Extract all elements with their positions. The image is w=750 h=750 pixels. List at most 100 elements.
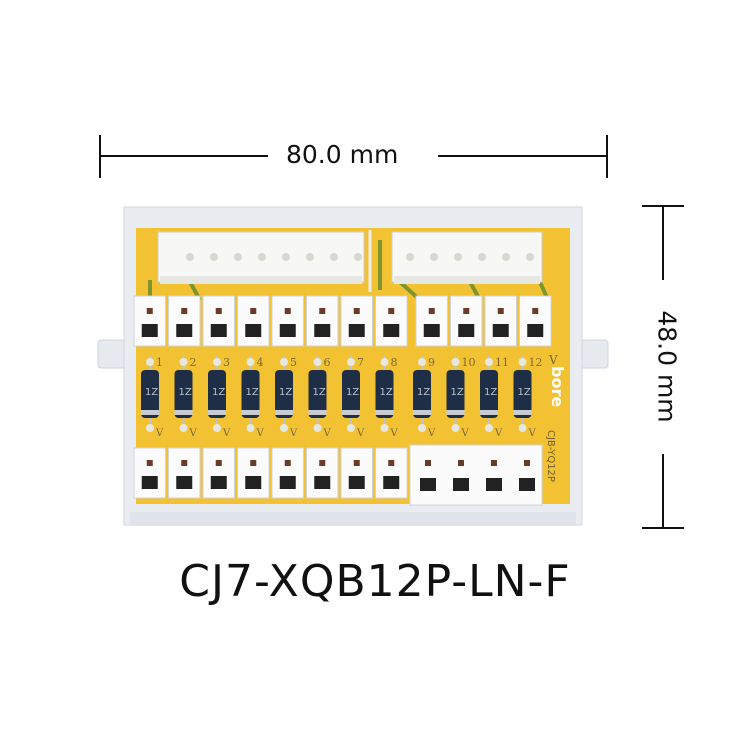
diode-marking: 1Z (518, 387, 531, 398)
terminal-wire-slot (527, 324, 544, 337)
terminal-wire-slot (348, 324, 365, 337)
header-pin (234, 253, 242, 261)
terminal-block (375, 295, 408, 347)
terminal-screw-hole (353, 460, 360, 466)
diode-band (141, 410, 159, 415)
diode-marking: 1Z (313, 387, 326, 398)
terminal-block (340, 447, 373, 499)
model-number: CJ7-XQB12P-LN-F (179, 556, 571, 607)
terminal-screw-hole (250, 308, 257, 314)
terminal-screw-hole (319, 460, 326, 466)
terminal-screw-hole (425, 460, 431, 466)
terminal-wire-slot (486, 478, 502, 491)
channel-number: 4 (257, 356, 264, 369)
terminal-screw-hole (215, 308, 222, 314)
header-pin (330, 253, 338, 261)
diode-band (275, 410, 293, 415)
terminal-block (133, 447, 166, 499)
diode-band (174, 410, 193, 415)
terminal-block (202, 295, 235, 347)
terminal-group-plate (409, 444, 543, 506)
terminal-screw-hole (491, 460, 497, 466)
terminal-screw-hole (353, 308, 360, 314)
terminal-wire-slot (453, 478, 469, 491)
v-label: V (548, 353, 558, 367)
solder-pad (485, 424, 493, 432)
diode-marking: 1Z (212, 387, 225, 398)
channel-number: 5 (290, 356, 297, 369)
solder-pad (280, 358, 288, 366)
solder-pad (418, 424, 426, 432)
terminal-wire-slot (279, 324, 296, 337)
terminal-wire-slot (420, 478, 436, 491)
channel-number: 3 (223, 356, 230, 369)
diode-band (208, 410, 226, 415)
header-pin (210, 253, 218, 261)
channel-number: 10 (462, 356, 476, 369)
diode-body (241, 370, 260, 418)
v-label: V (494, 428, 503, 439)
terminal-screw-hole (284, 308, 291, 314)
terminal-wire-slot (423, 324, 440, 337)
v-label: V (222, 428, 231, 439)
header-pin (502, 253, 510, 261)
v-label: V (528, 428, 537, 439)
solder-pad (347, 358, 355, 366)
diode-band (413, 410, 431, 415)
diode-body (513, 370, 532, 418)
solder-pad (451, 358, 460, 366)
diode-body (413, 370, 431, 418)
channel-number: 12 (529, 356, 543, 369)
header-pin (258, 253, 266, 261)
diode-band (446, 410, 465, 415)
terminal-block (168, 295, 201, 347)
header-pin (454, 253, 462, 261)
terminal-screw-hole (428, 308, 435, 314)
diode-band (241, 410, 260, 415)
terminal-wire-slot (492, 324, 509, 337)
width-dimension-label: 80.0 mm (286, 140, 399, 169)
v-label: V (155, 428, 164, 439)
solder-pad (280, 424, 288, 432)
terminal-wire-slot (176, 476, 193, 489)
terminal-wire-slot (458, 324, 475, 337)
diode-marking: 1Z (279, 387, 292, 398)
terminal-screw-hole (146, 460, 153, 466)
channel-number: 7 (357, 356, 364, 369)
solder-pad (146, 358, 154, 366)
terminal-wire-slot (210, 324, 227, 337)
channel-number: 11 (495, 356, 509, 369)
solder-pad (179, 358, 188, 366)
diode-band (513, 410, 532, 415)
solder-pad (213, 424, 221, 432)
terminal-screw-hole (532, 308, 539, 314)
terminal-wire-slot (383, 476, 400, 489)
diode-marking: 1Z (451, 387, 464, 398)
diode-marking: 1Z (417, 387, 430, 398)
channel-number: 2 (190, 356, 197, 369)
solder-pad (418, 358, 426, 366)
terminal-screw-hole (284, 460, 291, 466)
solder-pad (313, 424, 322, 432)
terminal-screw-hole (319, 308, 326, 314)
solder-pad (246, 424, 255, 432)
diode-body (375, 370, 394, 418)
solder-pad (146, 424, 154, 432)
solder-pad (347, 424, 355, 432)
terminal-block (306, 295, 339, 347)
channel-number: 1 (156, 356, 163, 369)
solder-pad (518, 358, 527, 366)
terminal-screw-hole (463, 308, 470, 314)
terminal-block (340, 295, 373, 347)
header-pin (406, 253, 414, 261)
diode-body (446, 370, 465, 418)
terminal-block (271, 295, 304, 347)
solder-pad (179, 424, 188, 432)
v-label: V (256, 428, 265, 439)
channel-number: 9 (428, 356, 435, 369)
terminal-screw-hole (497, 308, 504, 314)
terminal-screw-hole (388, 308, 395, 314)
v-label: V (461, 428, 470, 439)
header-pin (282, 253, 290, 261)
